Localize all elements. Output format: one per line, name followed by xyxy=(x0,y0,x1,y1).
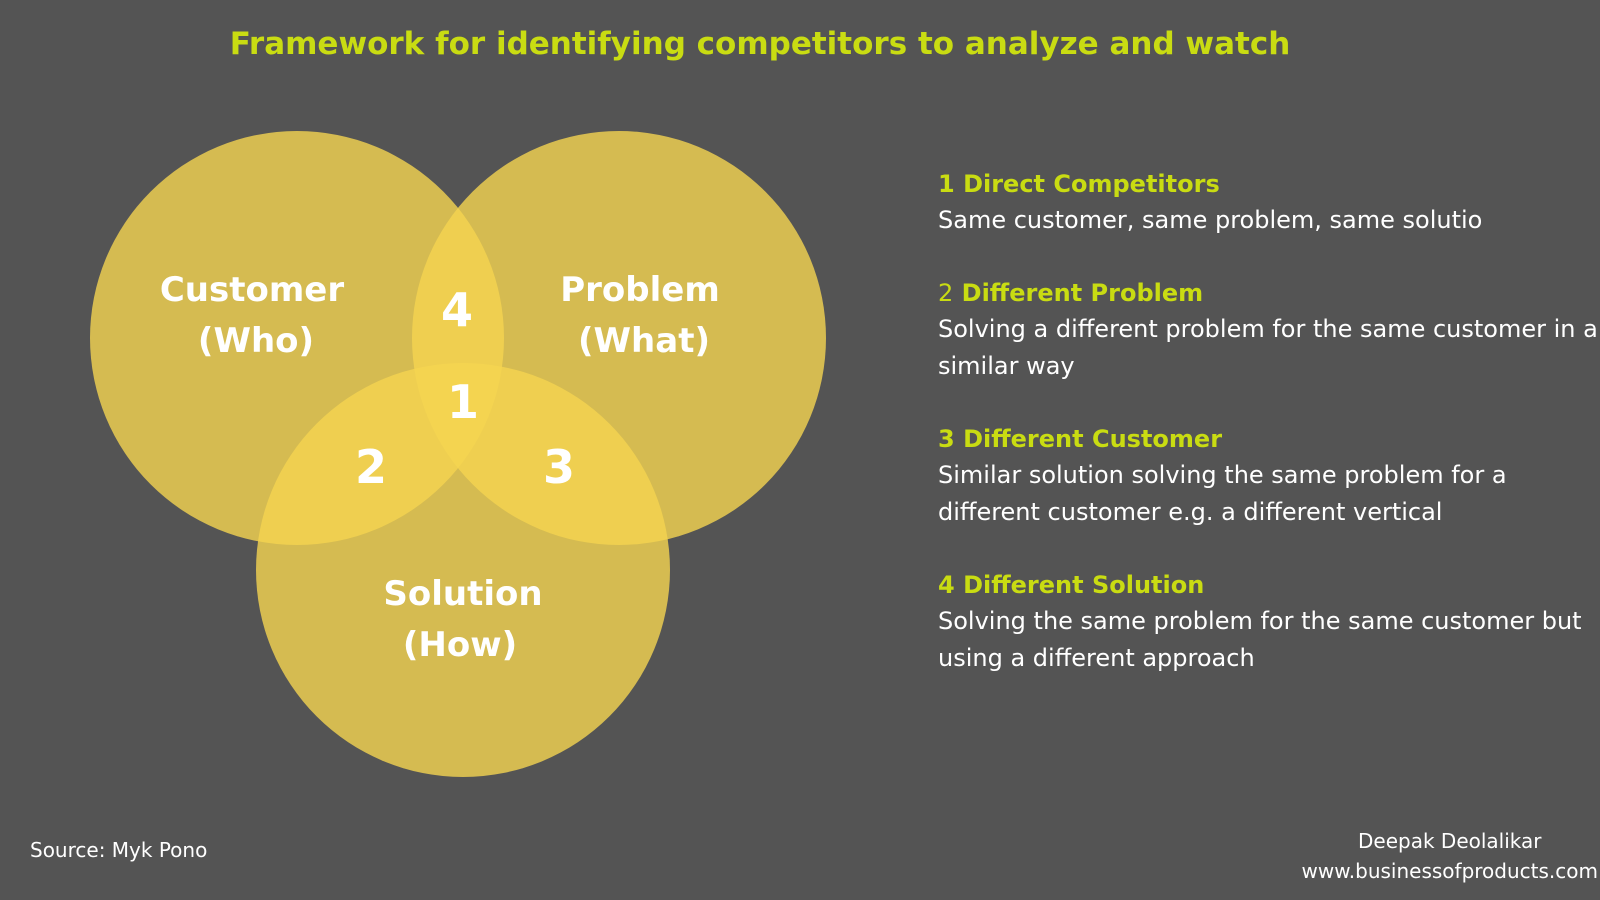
author-name: Deepak Deolalikar xyxy=(1358,829,1542,853)
list-item: 4 Different Solution Solving the same pr… xyxy=(938,567,1598,677)
item-heading: Different Solution xyxy=(963,571,1205,599)
item-number: 4 xyxy=(938,571,955,599)
item-description: Solving the same problem for the same cu… xyxy=(938,607,1582,672)
venn-diagram: Customer (Who) Problem (What) Solution (… xyxy=(90,131,826,777)
item-number: 1 xyxy=(938,170,955,198)
source-note: Source: Myk Pono xyxy=(30,838,208,862)
region-4-label: 4 xyxy=(441,283,473,337)
item-heading: Direct Competitors xyxy=(963,170,1220,198)
item-description: Similar solution solving the same proble… xyxy=(938,461,1507,526)
region-1-label: 1 xyxy=(447,375,479,429)
item-heading: Different Customer xyxy=(963,425,1223,453)
list-item: 1 Direct Competitors Same customer, same… xyxy=(938,166,1598,239)
list-item: 2 Different Problem Solving a different … xyxy=(938,275,1598,385)
competitor-types-list: 1 Direct Competitors Same customer, same… xyxy=(938,166,1598,713)
item-number: 3 xyxy=(938,425,955,453)
problem-sublabel: (What) xyxy=(578,321,710,361)
solution-sublabel: (How) xyxy=(403,625,517,665)
page-title: Framework for identifying competitors to… xyxy=(229,26,1291,62)
problem-label: Problem xyxy=(560,270,720,310)
list-item: 3 Different Customer Similar solution so… xyxy=(938,421,1598,531)
website-link[interactable]: www.businessofproducts.com xyxy=(1301,859,1598,883)
region-2-label: 2 xyxy=(355,440,387,494)
solution-label: Solution xyxy=(383,574,542,614)
credit: Deepak Deolalikar www.businessofproducts… xyxy=(1302,826,1598,886)
item-description: Same customer, same problem, same soluti… xyxy=(938,206,1483,234)
region-3-label: 3 xyxy=(543,440,575,494)
item-description: Solving a different problem for the same… xyxy=(938,315,1598,380)
customer-sublabel: (Who) xyxy=(198,321,314,361)
solution-circle xyxy=(256,363,670,777)
item-number: 2 xyxy=(938,279,954,307)
item-heading: Different Problem xyxy=(961,279,1204,307)
customer-label: Customer xyxy=(160,270,344,310)
